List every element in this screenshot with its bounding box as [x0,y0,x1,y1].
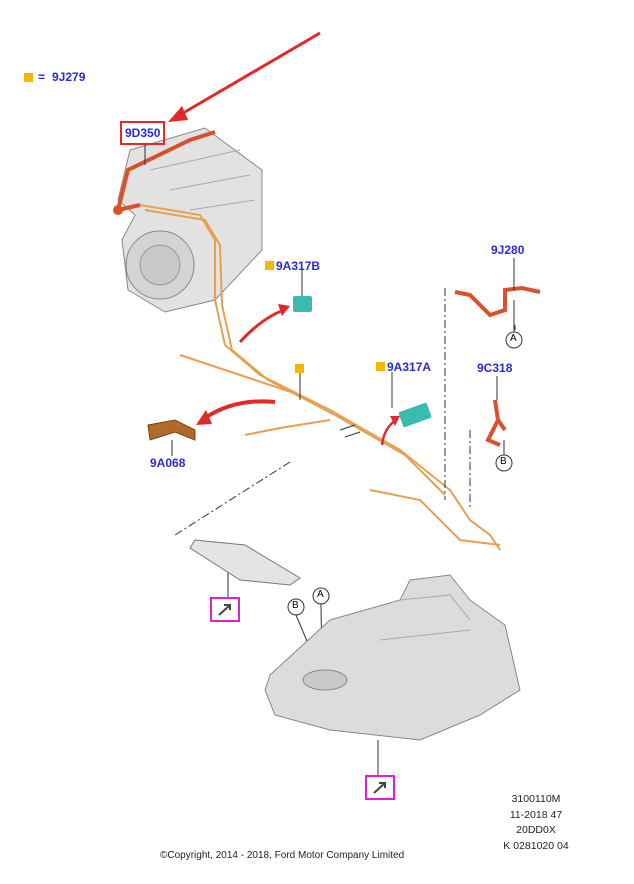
connector-9a317a [398,402,432,428]
legend-part-number: 9J279 [52,70,86,84]
callout-9c318[interactable]: 9C318 [477,361,513,375]
reference-link-heat-shield[interactable] [210,597,240,622]
code-line: 11-2018 47 [509,808,563,821]
harness-swatch [376,362,385,371]
connector-arrow-b [238,308,285,344]
harness-swatch [265,261,274,270]
bracket-arrow [203,399,276,420]
line-9j280 [454,285,541,318]
callout-9a317a[interactable]: 9A317A [387,360,432,374]
connector-9a317b [293,296,312,312]
arrow-link-icon [218,604,231,616]
callout-9a068[interactable]: 9A068 [150,456,186,470]
callout-9j280[interactable]: 9J280 [491,243,525,257]
fuel-tank [264,574,521,741]
diagram-codes: 3100110M 11-2018 47 20DD0X K 0281020 04 [490,792,582,854]
legend-swatch [24,73,33,82]
callout-9a317b[interactable]: 9A317B [276,259,321,273]
line-9c318 [485,399,507,447]
arrow-link-icon [373,782,386,794]
reference-lines [174,288,516,536]
heat-shield [189,539,301,586]
callout-9d350-highlight: 9D350 [120,121,166,145]
marker-a: A [510,333,517,344]
marker-tank-b: B [292,600,299,611]
marker-tank-a: A [317,589,324,600]
engine-illustration [117,127,263,313]
highlight-arrow [168,31,321,122]
copyright: ©Copyright, 2014 - 2018, Ford Motor Comp… [160,850,405,861]
callout-9d350[interactable]: 9D350 [125,126,161,140]
bracket-9a068 [147,419,196,441]
marker-b: B [500,456,507,467]
code-line: 20DD0X [516,824,556,836]
harness-swatch [295,364,304,373]
code-line: K 0281020 04 [503,839,569,852]
code-line: 3100110M [511,793,561,805]
reference-link-fuel-tank[interactable] [365,775,395,800]
legend-equals: = [38,70,46,84]
